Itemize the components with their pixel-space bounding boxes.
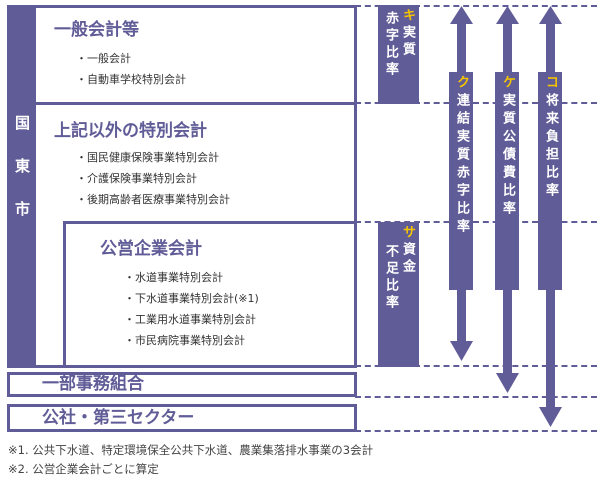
dashed-line (355, 221, 597, 223)
ratio-ko-label: コ将来負担比率 (538, 72, 562, 290)
list-item: ・一般会計 (76, 52, 131, 65)
list-item: ・介護保険事業特別会計 (76, 172, 197, 185)
ratio-sa-line1: サ資金 (400, 225, 415, 276)
ratio-sa-line2: 不足比率 (383, 244, 398, 312)
ratio-ku-mark: ク (454, 75, 469, 93)
city-bar: 国東市 (7, 5, 36, 368)
list-item: ・工業用水道事業特別会計 (124, 313, 256, 326)
ratio-ku-label: ク連結実質赤字比率 (449, 72, 473, 290)
corp-box: 公社・第三セクター (7, 404, 357, 432)
footnote-2: ※2. 公営企業会計ごとに算定 (8, 462, 159, 476)
dashed-line (355, 430, 597, 432)
union-box: 一部事務組合 (7, 372, 357, 397)
list-item: ・国民健康保険事業特別会計 (76, 151, 219, 164)
ratio-sa-box: サ資金 不足比率 (378, 222, 419, 367)
ratio-ki-box: キ実質 赤字比率 (378, 5, 419, 104)
general-accounts-title: 一般会計等 (54, 20, 139, 40)
corp-title: 公社・第三セクター (42, 408, 195, 428)
dashed-line (355, 102, 597, 104)
special-accounts-title: 上記以外の特別会計 (54, 121, 207, 141)
general-accounts-box: 一般会計等 ・一般会計 ・自動車学校特別会計 (36, 5, 357, 105)
ratio-sa-mark: サ (400, 225, 415, 242)
list-item: ・市民病院事業特別会計 (124, 334, 245, 347)
footnote-1: ※1. 公共下水道、特定環境保全公共下水道、農業集落排水事業の3会計 (8, 443, 374, 457)
list-item: ・自動車学校特別会計 (76, 73, 186, 86)
dashed-line (355, 5, 597, 7)
ratio-ke-mark: ケ (500, 75, 515, 93)
dashed-line (355, 365, 597, 367)
ratio-ki-line2: 赤字比率 (383, 11, 398, 79)
ratio-ki-mark: キ (400, 8, 415, 25)
list-item: ・水道事業特別会計 (124, 271, 223, 284)
enterprise-accounts-title: 公営企業会計 (100, 239, 202, 259)
city-name: 国東市 (13, 115, 31, 244)
enterprise-accounts-box: 公営企業会計 ・水道事業特別会計 ・下水道事業特別会計(※1) ・工業用水道事業… (63, 221, 357, 368)
union-title: 一部事務組合 (42, 374, 144, 394)
ratio-ki-line1: キ実質 (400, 8, 415, 59)
list-item: ・下水道事業特別会計(※1) (124, 292, 259, 305)
ratio-ko-mark: コ (543, 75, 558, 93)
ratio-ke-label: ケ実質公債費比率 (495, 72, 519, 290)
dashed-line (355, 396, 597, 398)
list-item: ・後期高齢者医療事業特別会計 (76, 193, 230, 206)
